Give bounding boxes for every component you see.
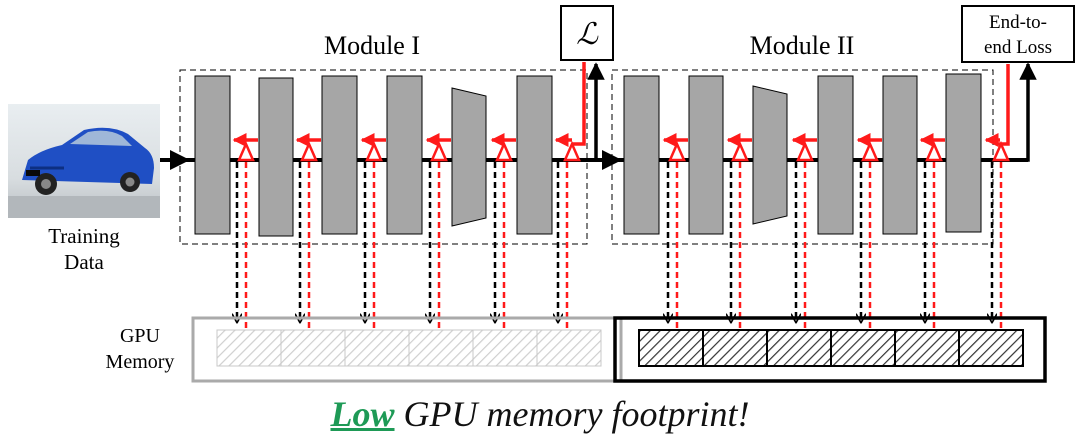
module-1-layers <box>194 75 553 237</box>
module-1-backward-arrows <box>232 133 581 162</box>
gpu-memory-label-line2: Memory <box>106 351 175 373</box>
memory-cell-active <box>702 329 768 367</box>
memory-cell-active <box>894 329 960 367</box>
memory-cell-released <box>280 329 346 367</box>
caption: Low GPU memory footprint! <box>0 393 1080 435</box>
module-2-downsample-layer <box>752 85 788 225</box>
module-1-layer <box>516 75 553 235</box>
module-2-title: Module II <box>750 31 855 60</box>
local-loss-box <box>560 5 614 61</box>
module-1-layer <box>258 77 294 237</box>
module-1-memory-region <box>191 316 623 383</box>
memory-cell-active <box>766 329 832 367</box>
gpu-memory-label-line1: GPU <box>120 325 161 347</box>
module-2-memory-cells <box>638 329 1024 367</box>
memory-cell-active <box>958 329 1024 367</box>
module-1-memory-cells <box>216 329 602 367</box>
end-gradient-line <box>998 64 1010 146</box>
local-gradient-line <box>572 62 586 146</box>
module-1-layer <box>386 75 423 235</box>
module-2-layer <box>623 75 660 235</box>
end-to-end-loss-box <box>961 5 1075 63</box>
training-data-label-line1: Training <box>48 224 120 248</box>
module-1-downsample-layer <box>451 87 487 227</box>
memory-cell-released <box>472 329 538 367</box>
module-1-layer <box>321 75 358 235</box>
module-2-layers <box>623 73 982 235</box>
memory-cell-released <box>216 329 282 367</box>
module-2-layer <box>688 75 724 235</box>
caption-text: GPU memory footprint! <box>394 394 750 434</box>
caption-highlight: Low <box>330 394 395 434</box>
module-1-title: Module I <box>324 31 420 60</box>
module-2-layer <box>945 73 982 233</box>
training-image <box>8 104 160 218</box>
local-loss-symbol: ℒ <box>576 18 599 51</box>
module-1-layer <box>194 75 231 235</box>
module-2-layer <box>817 75 854 235</box>
memory-cell-active <box>638 329 704 367</box>
module-2-memory-region <box>613 316 1047 383</box>
end-to-end-loss-line2: end Loss <box>984 37 1052 58</box>
memory-cell-released <box>408 329 474 367</box>
output-to-end-loss-arrow <box>1010 62 1037 162</box>
memory-transfer-arrows <box>237 162 1003 328</box>
memory-cell-active <box>830 329 896 367</box>
end-to-end-loss-line1: End-to- <box>989 12 1047 33</box>
memory-cell-released <box>344 329 410 367</box>
training-data-label-line2: Data <box>64 250 104 274</box>
module-2-layer <box>882 75 918 235</box>
module-2-backward-arrows <box>662 133 1010 162</box>
memory-cell-released <box>536 329 602 367</box>
